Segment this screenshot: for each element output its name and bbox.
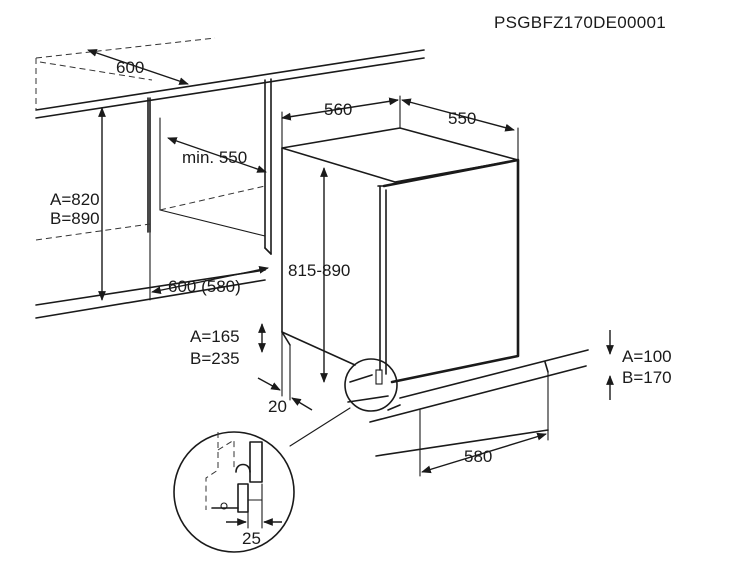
min-depth-label: min. 550 [182,148,247,167]
document-code: PSGBFZ170DE00001 [494,13,666,32]
detail-callout [173,358,398,553]
worktop [35,37,425,119]
toe-a-label: A=100 [622,347,672,366]
toe-depth-label: 580 [464,447,492,466]
detail-25-label: 25 [242,529,261,548]
niche-depth-label: 600 (580) [168,277,241,296]
toe-b-label: B=170 [622,368,672,387]
offset-20-label: 20 [268,397,287,416]
floor-plinth [369,349,589,457]
niche-height-a-label: A=820 [50,190,100,209]
niche-height-b-label: B=890 [50,209,100,228]
appliance-height-label: 815-890 [288,261,350,280]
appliance-depth-label: 550 [448,109,476,128]
appliance-width-label: 560 [324,100,352,119]
niche-width-label: 600 [116,58,144,77]
appliance [281,127,520,384]
plinth-b-label: B=235 [190,349,240,368]
plinth-a-label: A=165 [190,327,240,346]
